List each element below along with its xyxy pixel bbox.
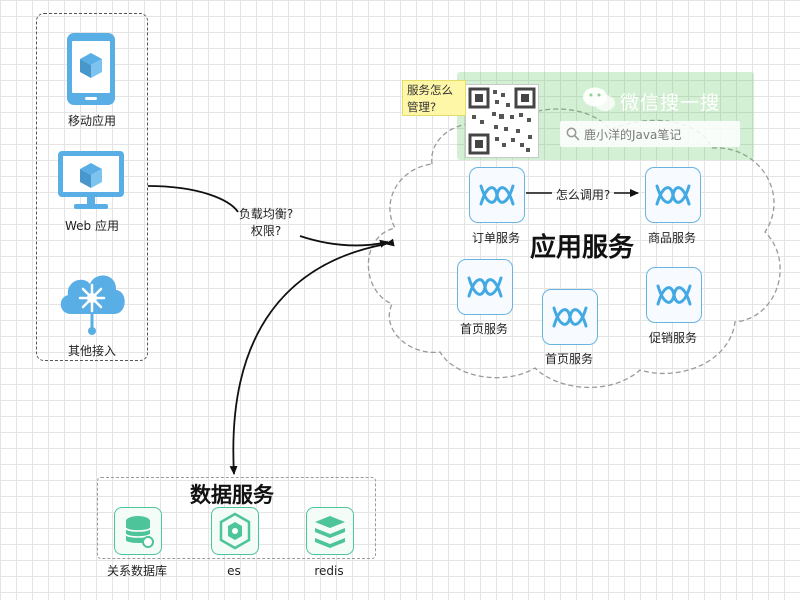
promo-service-label: 促销服务	[648, 331, 697, 345]
gateway-question-line1: 负载均衡?	[238, 207, 294, 221]
sticky-note: 服务怎么管理?	[402, 80, 466, 116]
home-service-label: 首页服务	[459, 322, 508, 336]
qr-code-image	[465, 84, 539, 158]
wechat-search-title: 微信搜一搜	[620, 92, 721, 114]
search-icon	[566, 127, 580, 141]
web-app-label: Web 应用	[65, 219, 119, 233]
data-service-group	[97, 477, 376, 559]
mobile-phone-icon	[67, 33, 115, 105]
monitor-icon	[58, 151, 124, 209]
gateway-question: 负载均衡? 权限?	[226, 206, 306, 240]
order-service-label: 订单服务	[471, 231, 520, 245]
wechat-search-text: 鹿小洋的Java笔记	[584, 128, 682, 142]
cloud-network-icon	[60, 275, 125, 335]
data-service-title: 数据服务	[190, 483, 274, 507]
home-service-label-2: 首页服务	[544, 352, 593, 366]
gateway-question-line2: 权限?	[250, 224, 282, 238]
promo-service-icon	[646, 267, 702, 323]
rdb-label: 关系数据库	[106, 564, 167, 578]
wechat-icon	[583, 87, 615, 111]
order-service-icon	[469, 167, 525, 223]
product-service-icon	[645, 167, 701, 223]
database-icon	[114, 507, 162, 555]
mobile-app-label: 移动应用	[67, 114, 116, 128]
wechat-search-box: 鹿小洋的Java笔记	[560, 121, 740, 147]
es-label: es	[227, 564, 241, 578]
elasticsearch-icon	[211, 507, 259, 555]
other-access-label: 其他接入	[67, 344, 116, 358]
app-service-title: 应用服务	[530, 233, 635, 263]
redis-label: redis	[314, 564, 344, 578]
call-question-label: 怎么调用?	[555, 188, 611, 202]
redis-icon	[306, 507, 354, 555]
product-service-label: 商品服务	[647, 231, 696, 245]
client-group	[36, 13, 148, 361]
home-service-icon	[542, 289, 598, 345]
home-service-icon	[457, 259, 513, 315]
